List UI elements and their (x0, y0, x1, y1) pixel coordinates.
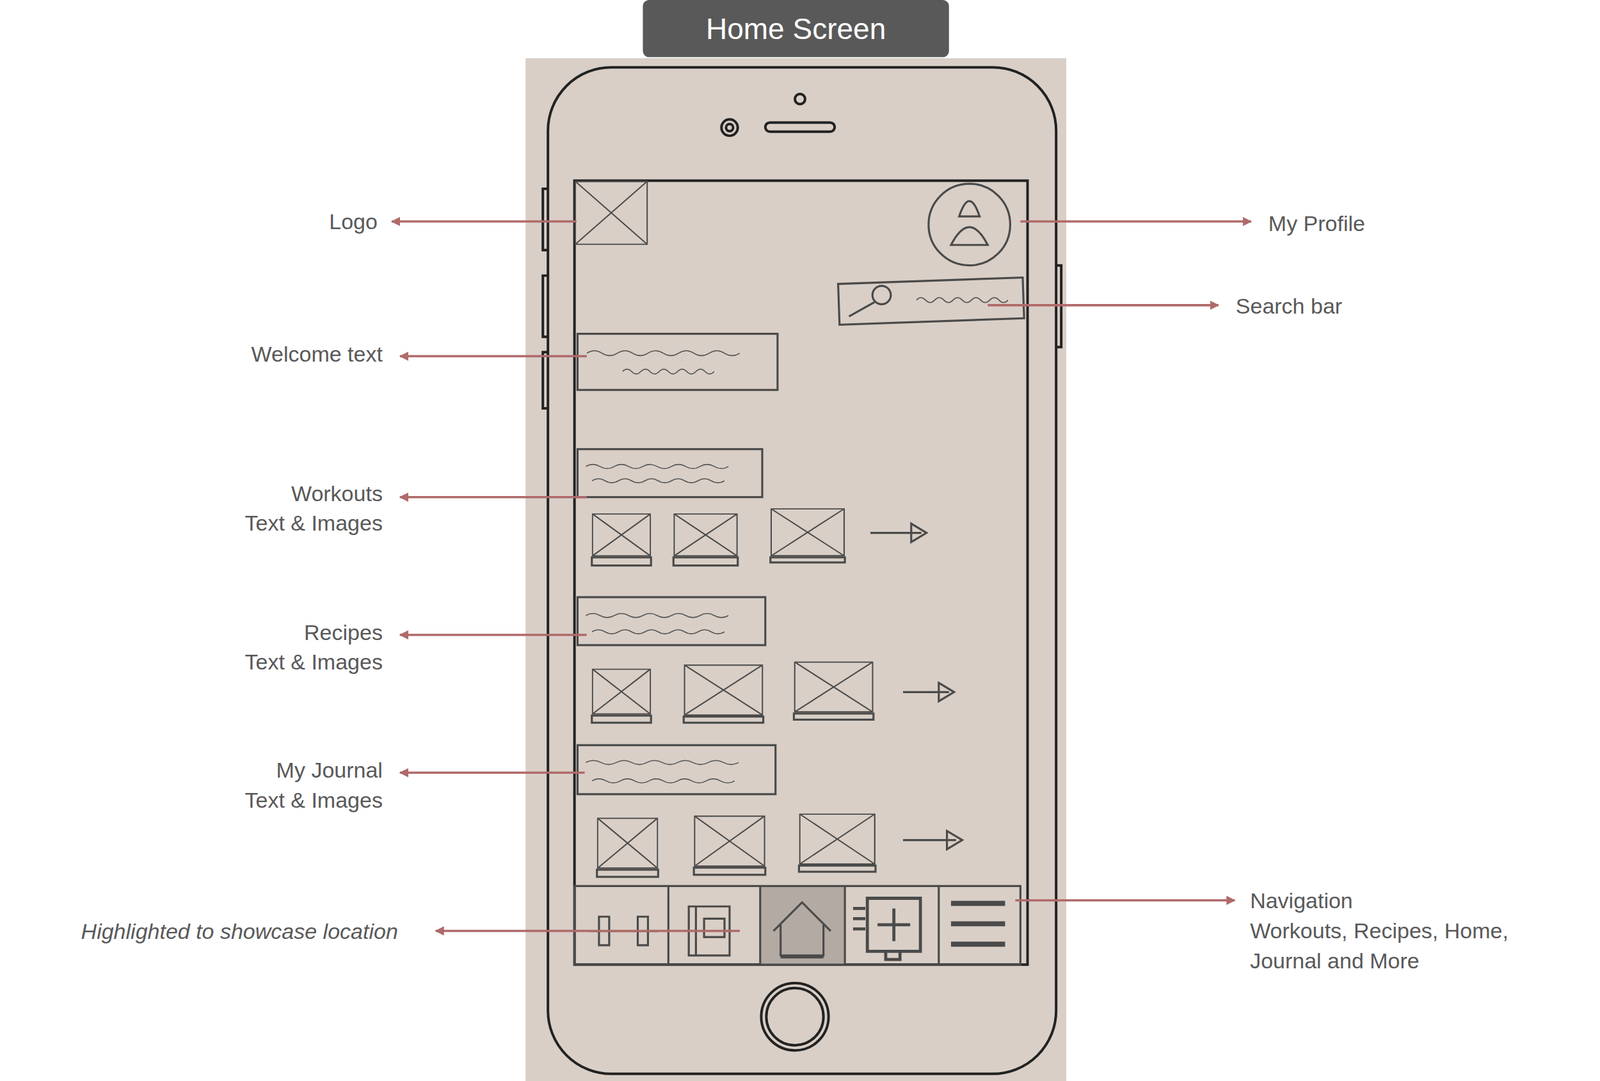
annotation-label: Logo (328, 206, 378, 237)
annotation-label: Highlighted to showcase location (81, 916, 399, 947)
leader-lines (391, 221, 1251, 931)
annotation-label: Workouts (291, 478, 383, 509)
annotation-label: Welcome text (251, 339, 383, 370)
title-text: Home Screen (705, 11, 886, 47)
annotation-label: Recipes (304, 617, 383, 648)
annotation-label: My Journal (276, 755, 383, 786)
annotation-label: Text & Images (244, 508, 383, 539)
annotation-label: Text & Images (244, 785, 383, 816)
annotation-label: Navigation (1249, 885, 1353, 916)
annotation-label: Workouts, Recipes, Home, Journal and Mor… (1249, 915, 1551, 976)
annotation-label: Text & Images (244, 647, 383, 678)
annotation-label: Search bar (1235, 291, 1343, 322)
annotation-label: My Profile (1268, 208, 1366, 239)
paper-photo (525, 58, 1067, 1081)
title-tab (642, 0, 949, 57)
pencil-sketch (574, 181, 1025, 965)
phone-outline (542, 67, 1062, 1074)
